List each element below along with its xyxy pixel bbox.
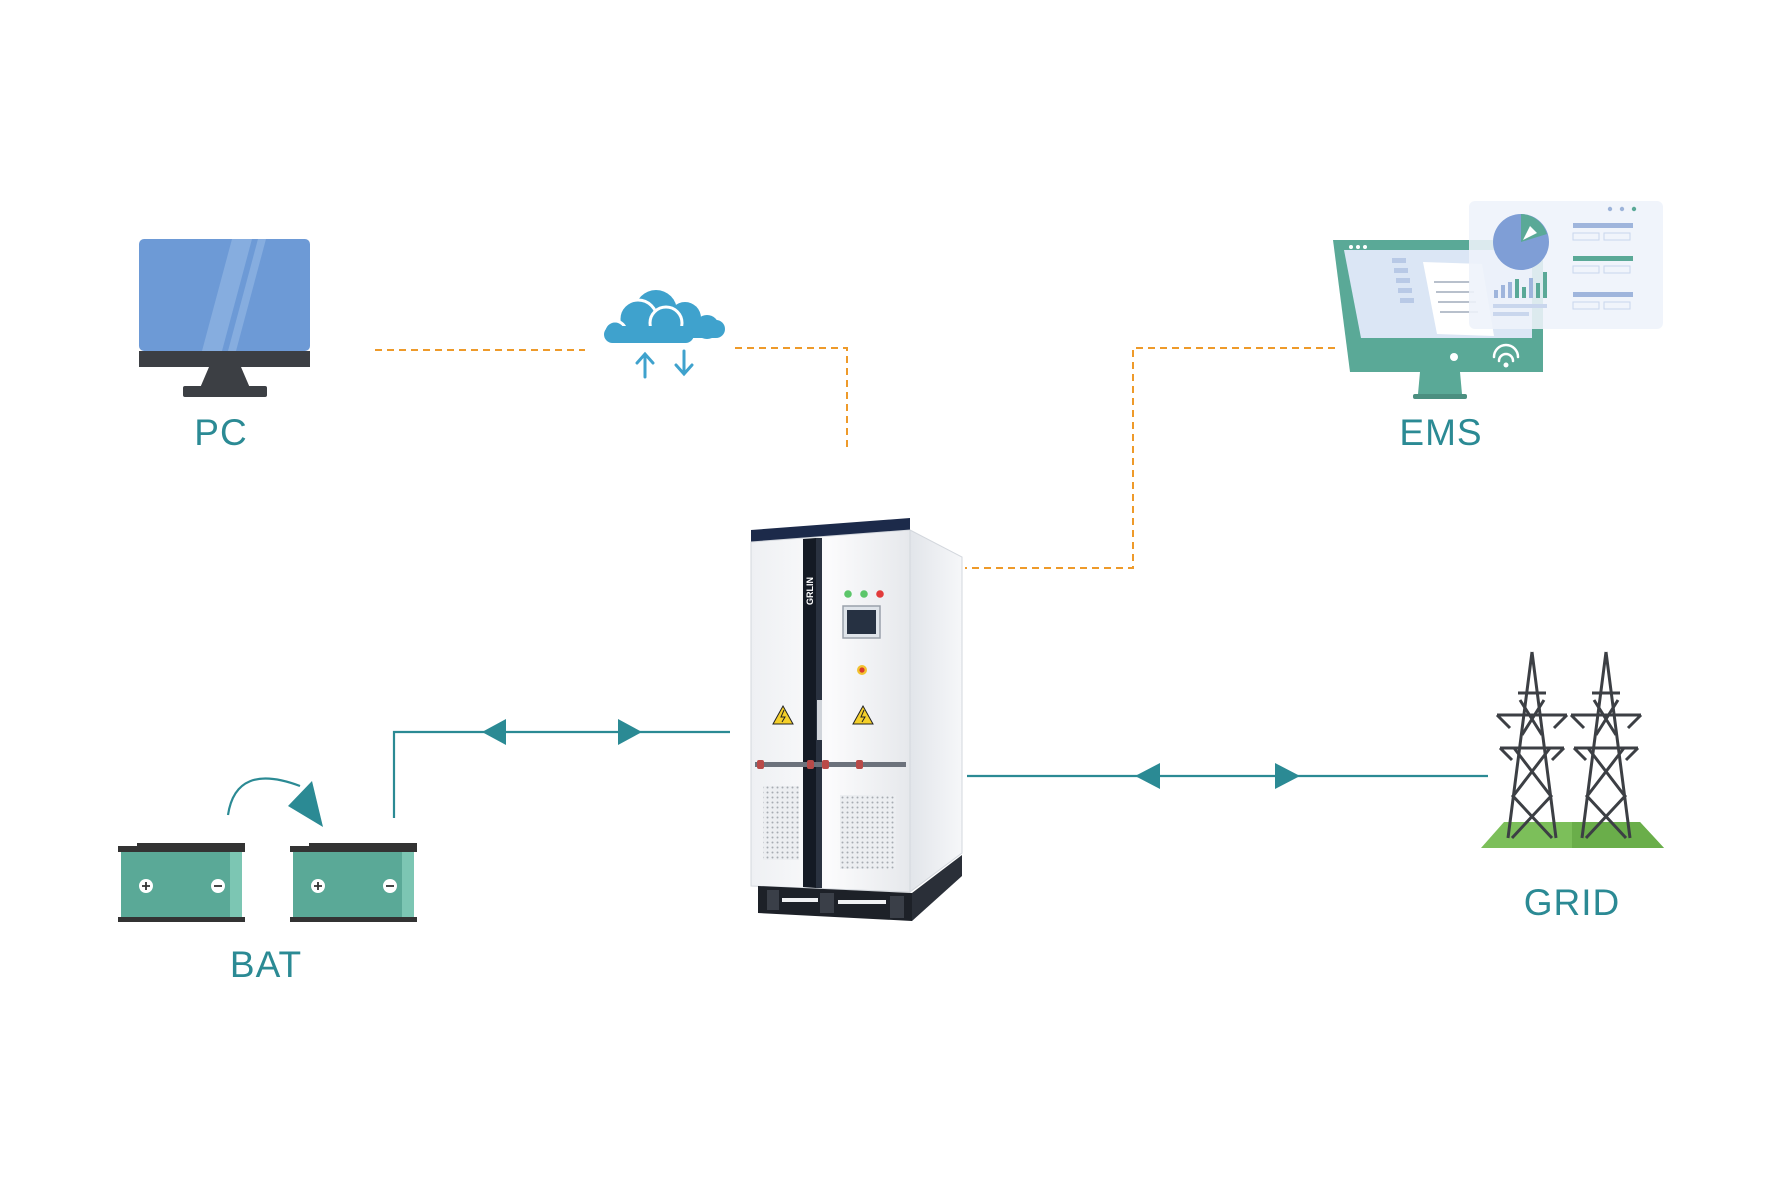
power-line-inverter-grid	[967, 763, 1488, 789]
vent-grille	[840, 795, 896, 869]
download-arrow-icon	[674, 349, 694, 377]
battery-icon	[118, 843, 245, 922]
pc-label: PC	[194, 412, 248, 453]
indicator-light-1	[844, 590, 852, 598]
bat-label: BAT	[229, 944, 303, 985]
brand-logo: GRLIN	[805, 577, 815, 605]
indicator-light-2	[860, 590, 868, 598]
arrow-right-icon	[618, 719, 642, 745]
battery-swap-arrow-icon	[226, 777, 323, 827]
arrow-right-icon	[1275, 763, 1300, 789]
warning-icon	[772, 704, 794, 725]
warning-icon	[852, 704, 874, 725]
power-line-bat-inverter	[392, 719, 730, 818]
comm-line-cloud-inverter	[735, 347, 848, 452]
comm-lines	[375, 347, 1335, 569]
vent-grille	[763, 786, 799, 860]
cloud-upload-download-icon	[602, 290, 725, 379]
ems-label: EMS	[1399, 412, 1483, 453]
power-cabinet-icon: GRLIN	[750, 518, 963, 921]
transmission-tower-icon	[1481, 651, 1664, 848]
indicator-light-3	[876, 590, 884, 598]
grid-label: GRID	[1523, 882, 1621, 923]
arrow-left-icon	[482, 719, 506, 745]
comm-line-ems-inverter	[965, 347, 1335, 569]
monitor-icon	[139, 239, 310, 397]
upload-arrow-icon	[635, 351, 655, 379]
arrow-left-icon	[1135, 763, 1160, 789]
ems-dashboard-monitor-icon	[1333, 201, 1663, 399]
battery-icon	[290, 843, 417, 922]
